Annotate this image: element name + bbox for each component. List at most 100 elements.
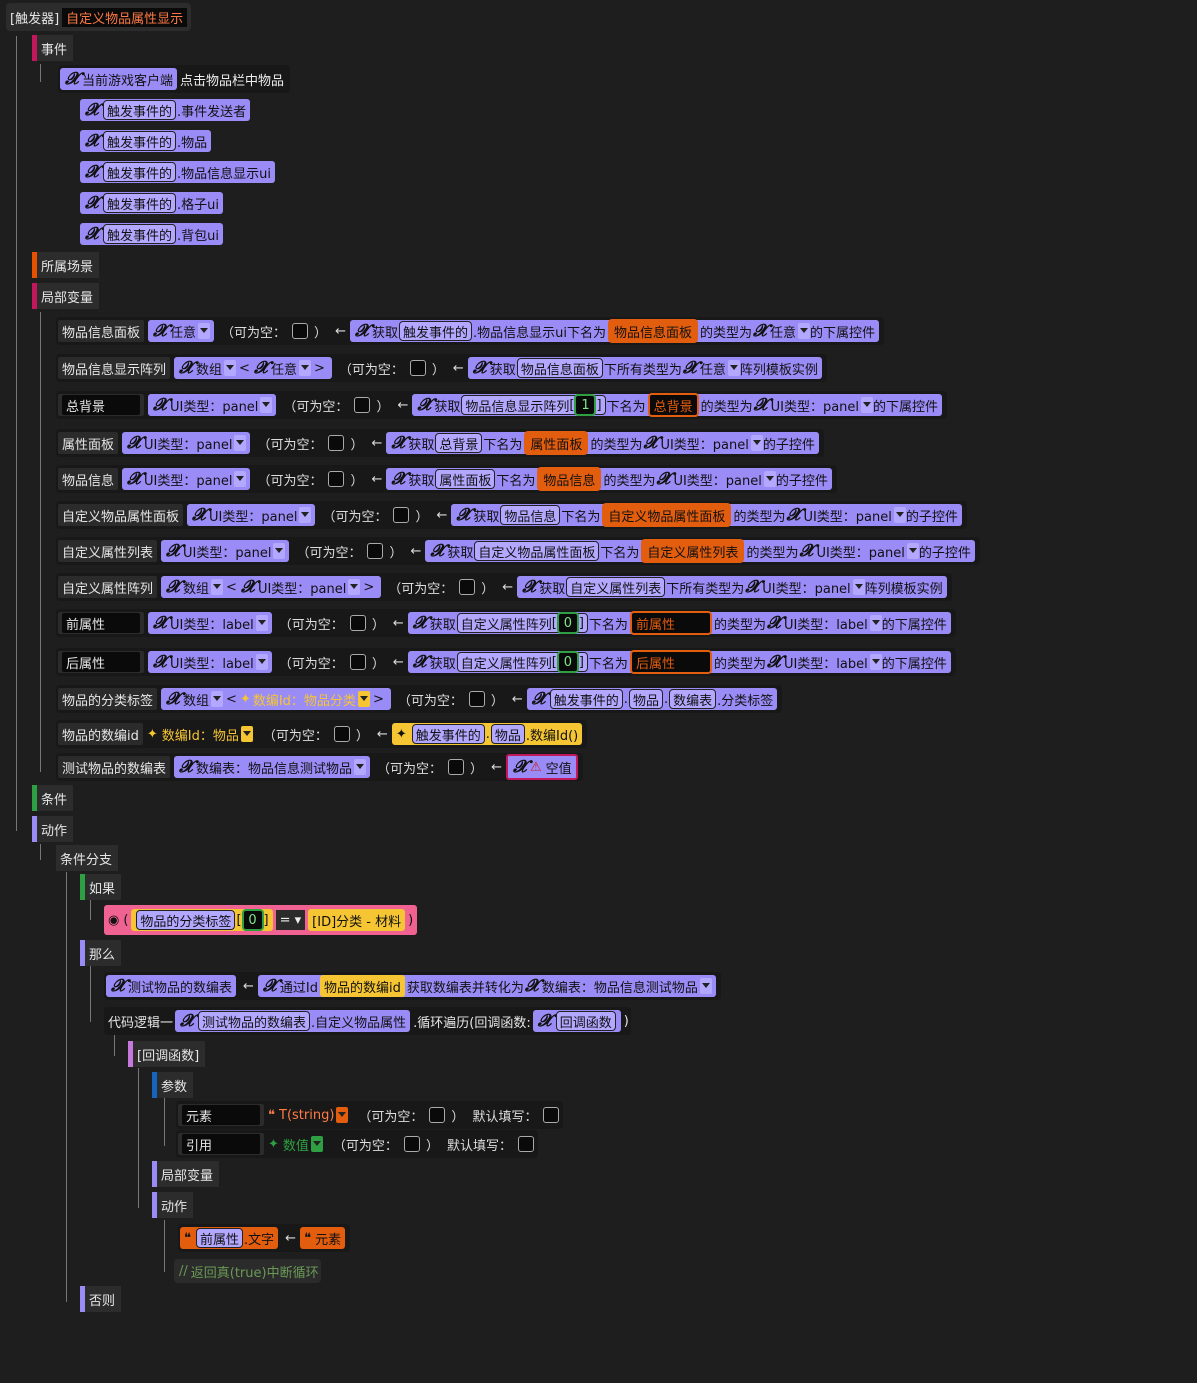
nullable-checkbox[interactable] <box>349 615 366 631</box>
nullable-checkbox[interactable] <box>409 360 426 376</box>
chevron-down-icon[interactable] <box>255 615 268 631</box>
section-actions[interactable]: 动作 <box>32 816 74 842</box>
params-node[interactable]: 参数 <box>152 1072 194 1098</box>
chevron-down-icon[interactable] <box>240 726 253 742</box>
section-conditions[interactable]: 条件 <box>32 785 74 811</box>
chevron-down-icon[interactable] <box>234 435 247 451</box>
quote-icon: ❝ <box>184 1230 191 1246</box>
nullable-checkbox[interactable] <box>328 471 345 487</box>
chevron-down-icon[interactable] <box>234 471 247 487</box>
chevron-down-icon[interactable] <box>869 654 882 670</box>
chevron-down-icon[interactable] <box>260 397 273 413</box>
chevron-down-icon[interactable] <box>211 691 224 707</box>
trigger-header[interactable]: [触发器] 自定义物品属性显示 <box>6 3 192 31</box>
chevron-down-icon[interactable] <box>211 579 224 595</box>
chevron-down-icon[interactable] <box>727 360 740 376</box>
chevron-down-icon[interactable] <box>798 323 811 339</box>
chevron-down-icon[interactable] <box>861 397 874 413</box>
chevron-down-icon[interactable] <box>750 435 763 451</box>
nullable-checkbox[interactable] <box>328 435 345 451</box>
chevron-down-icon[interactable] <box>869 615 882 631</box>
nullable-checkbox[interactable] <box>354 397 371 413</box>
branch-if[interactable]: 如果 <box>80 874 122 900</box>
x-icon: 𝓧 <box>531 689 546 709</box>
nullable-checkbox[interactable] <box>333 726 350 742</box>
set-text-action[interactable]: ❝前属性.文字 ← ❝元素 <box>178 1224 351 1252</box>
x-icon: 𝓧 <box>412 613 427 633</box>
local-var[interactable]: 物品的数编id ✦数编Id：物品 （可为空：） ← ✦触发事件的.物品.数编Id… <box>56 720 588 748</box>
default-checkbox[interactable] <box>543 1107 560 1123</box>
section-event[interactable]: 事件 <box>32 35 74 61</box>
nullable-checkbox[interactable] <box>349 654 366 670</box>
callback-actions[interactable]: 动作 <box>152 1192 194 1218</box>
chevron-down-icon[interactable] <box>310 1136 323 1152</box>
nullable-checkbox[interactable] <box>403 1136 420 1152</box>
chevron-down-icon[interactable] <box>906 543 919 559</box>
nullable-checkbox[interactable] <box>292 323 309 339</box>
nullable-checkbox[interactable] <box>468 691 485 707</box>
param-row[interactable]: 引用 ✦数值 （可为空：） 默认填写： <box>176 1130 538 1158</box>
chevron-down-icon[interactable] <box>273 543 286 559</box>
section-scene[interactable]: 所属场景 <box>32 252 100 278</box>
branch-node[interactable]: 条件分支 <box>56 845 119 871</box>
nullable-checkbox[interactable] <box>459 579 476 595</box>
nullable-checkbox[interactable] <box>393 507 410 523</box>
chevron-down-icon[interactable] <box>763 471 776 487</box>
chevron-down-icon[interactable] <box>298 360 311 376</box>
comment-node[interactable]: //返回真(true)中断循环 <box>174 1259 321 1283</box>
x-icon: 𝓧 <box>753 395 768 415</box>
arrow-left-icon: ← <box>392 615 404 631</box>
chevron-down-icon[interactable] <box>357 691 370 707</box>
chevron-down-icon[interactable] <box>198 323 211 339</box>
nullable-checkbox[interactable] <box>367 543 384 559</box>
trigger-prefix: [触发器] <box>10 11 60 27</box>
chevron-down-icon[interactable] <box>299 507 312 523</box>
x-icon: 𝓧 <box>111 976 125 996</box>
default-checkbox[interactable] <box>517 1136 534 1152</box>
nullable-checkbox[interactable] <box>448 759 465 775</box>
chevron-down-icon[interactable] <box>224 360 237 376</box>
x-icon: 𝓧 <box>85 131 99 151</box>
section-locals[interactable]: 局部变量 <box>32 283 100 309</box>
chevron-down-icon[interactable] <box>699 978 712 994</box>
chevron-down-icon[interactable] <box>354 759 367 775</box>
operator-select[interactable]: = ▾ <box>275 910 306 930</box>
chevron-down-icon[interactable] <box>348 579 361 595</box>
trigger-name: 自定义物品属性显示 <box>62 7 188 27</box>
arrow-left-icon: ← <box>410 543 422 559</box>
chevron-down-icon[interactable] <box>336 1107 349 1123</box>
chevron-down-icon[interactable] <box>893 507 906 523</box>
chevron-down-icon[interactable] <box>255 654 268 670</box>
branch-else[interactable]: 否则 <box>80 1286 122 1312</box>
callback-node[interactable]: [回调函数] <box>128 1041 206 1067</box>
branch-then[interactable]: 那么 <box>80 940 122 966</box>
param-row[interactable]: 元素 ❝T(string) （可为空：） 默认填写： <box>176 1101 564 1129</box>
chevron-down-icon[interactable] <box>852 579 865 595</box>
condition-expr[interactable]: ◉( 物品的分类标签[0] = ▾ [ID]分类 - 材料) <box>104 905 420 935</box>
nullable-checkbox[interactable] <box>429 1107 446 1123</box>
arrow-left-icon: ← <box>491 759 502 775</box>
callback-locals[interactable]: 局部变量 <box>152 1161 220 1187</box>
arrow-left-icon: ← <box>392 654 404 670</box>
x-icon: 𝓧 <box>753 321 767 341</box>
